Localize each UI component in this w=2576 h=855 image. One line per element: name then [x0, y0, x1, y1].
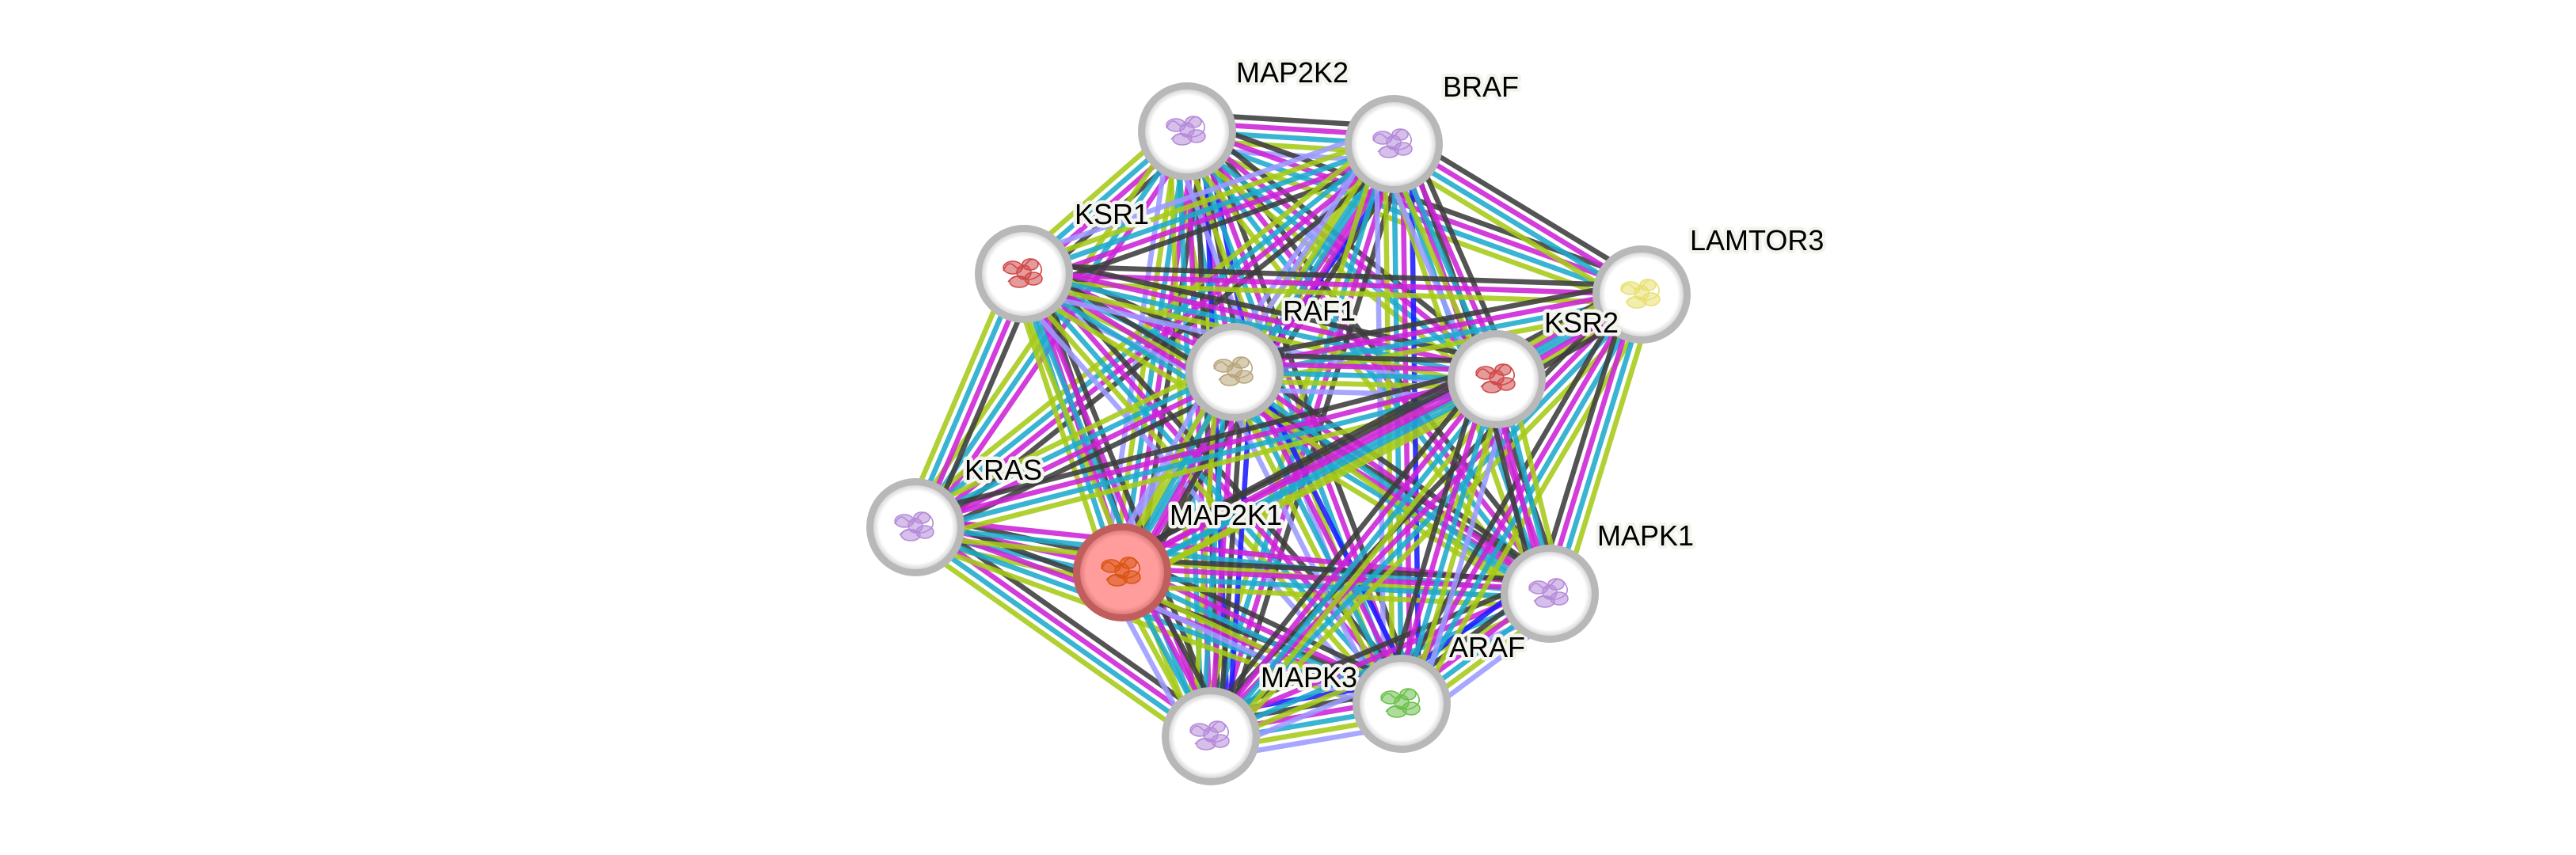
edge-evidence-databases[interactable] [1022, 141, 1395, 277]
node-label-halo: MAP2K1 [1170, 499, 1282, 531]
edge-evidence-coexpression[interactable] [1382, 373, 1483, 700]
edge-evidence-textmining[interactable] [1127, 388, 1505, 587]
node-label: ARAF [1449, 631, 1525, 663]
edge-map2k1-ksr2[interactable] [1114, 365, 1505, 587]
edge-evidence-databases[interactable] [912, 366, 1235, 526]
edge-evidence-coexpression[interactable] [1114, 365, 1492, 564]
edge-evidence-coexpression[interactable] [911, 363, 1494, 518]
edge-evidence-coexpression[interactable] [919, 381, 1242, 542]
node-label-halo: KSR2 [1544, 306, 1619, 339]
protein-structure-icon [1528, 578, 1569, 608]
edge-evidence-experiments[interactable] [1025, 263, 1500, 374]
protein-structure-icon [1189, 720, 1230, 750]
edge-evidence-textmining[interactable] [1020, 133, 1392, 268]
edge-evidence-databases[interactable] [1123, 381, 1500, 579]
node-label: MAP2K2 [1236, 56, 1349, 89]
edge-evidence-textmining[interactable] [1559, 297, 1657, 598]
edge-evidence-experiments[interactable] [913, 372, 1497, 526]
edge-evidence-experiments[interactable] [1543, 292, 1640, 594]
edge-evidence-textmining[interactable] [905, 131, 1387, 519]
node-label: LAMTOR3 [1690, 224, 1824, 256]
node-label-halo: KSR1 [1075, 198, 1149, 230]
edge-raf1-kras[interactable] [908, 358, 1242, 542]
node-label: MAPK1 [1597, 519, 1694, 552]
node-label: KRAS [965, 454, 1042, 486]
edge-evidence-databases[interactable] [1230, 373, 1549, 600]
edge-evidence-databases[interactable] [911, 528, 1210, 743]
edge-evidence-databases[interactable] [1212, 380, 1502, 741]
edge-evidence-textmining[interactable] [906, 535, 1205, 750]
edge-evidence-coexpression[interactable] [1027, 254, 1501, 365]
edge-mapk3-ksr2[interactable] [1198, 369, 1509, 747]
edge-evidence-coexpression[interactable] [1024, 262, 1642, 289]
edge-evidence-coexpression[interactable] [1198, 369, 1489, 730]
edge-evidence-coexpression[interactable] [1231, 279, 1640, 362]
edge-evidence-databases[interactable] [1121, 570, 1403, 706]
node-label-halo: MAPK3 [1261, 661, 1357, 694]
node-label-halo: BRAF [1443, 70, 1519, 103]
edge-evidence-experiments[interactable] [1025, 271, 1218, 736]
protein-structure-icon [1475, 363, 1516, 393]
edge-evidence-homology[interactable] [1017, 125, 1389, 260]
protein-structure-icon [1101, 557, 1141, 587]
node-label: RAF1 [1283, 294, 1356, 327]
edge-evidence-homology[interactable] [1009, 283, 1391, 717]
node-label-halo: MAPK1 [1597, 519, 1694, 552]
edge-evidence-databases[interactable] [1017, 274, 1209, 739]
edge-evidence-databases[interactable] [1022, 272, 1404, 706]
protein-structure-icon [1003, 258, 1043, 288]
edge-evidence-textmining[interactable] [908, 358, 1231, 519]
node-label: BRAF [1443, 70, 1519, 103]
node-label-halo: MAP2K2 [1236, 56, 1349, 89]
node-label-halo: LAMTOR3 [1690, 224, 1824, 256]
protein-structure-icon [1380, 688, 1421, 718]
edge-evidence-experiments[interactable] [1235, 366, 1554, 593]
edge-evidence-databases[interactable] [1398, 378, 1500, 705]
protein-structure-icon [1372, 128, 1413, 158]
node-label: MAPK3 [1261, 661, 1357, 694]
node-label: KSR1 [1075, 198, 1149, 230]
protein-structure-icon [1620, 279, 1661, 309]
node-label: KSR2 [1544, 306, 1619, 339]
node-label-halo: KRAS [965, 454, 1042, 486]
edge-evidence-experiments[interactable] [1119, 373, 1496, 571]
edge-evidence-databases[interactable] [1199, 371, 1229, 736]
protein-structure-icon [1213, 356, 1254, 386]
node-label: MAP2K1 [1170, 499, 1282, 531]
edge-evidence-databases[interactable] [1551, 294, 1649, 596]
edge-evidence-experiments[interactable] [915, 373, 1238, 534]
protein-structure-icon [1166, 116, 1206, 146]
edge-evidence-experiments[interactable] [1391, 375, 1491, 702]
edge-evidence-textmining[interactable] [1407, 381, 1508, 708]
edge-evidence-textmining[interactable] [1009, 277, 1113, 578]
edge-evidence-experiments[interactable] [1205, 374, 1496, 735]
edge-evidence-textmining[interactable] [1015, 278, 1398, 712]
edge-evidence-textmining[interactable] [1009, 277, 1201, 743]
edge-evidence-coexpression[interactable] [1398, 131, 1650, 286]
edge-evidence-coexpression[interactable] [1240, 359, 1559, 586]
node-label-halo: ARAF [1449, 631, 1525, 663]
protein-structure-icon [894, 511, 934, 542]
node-label-halo: RAF1 [1283, 294, 1356, 327]
